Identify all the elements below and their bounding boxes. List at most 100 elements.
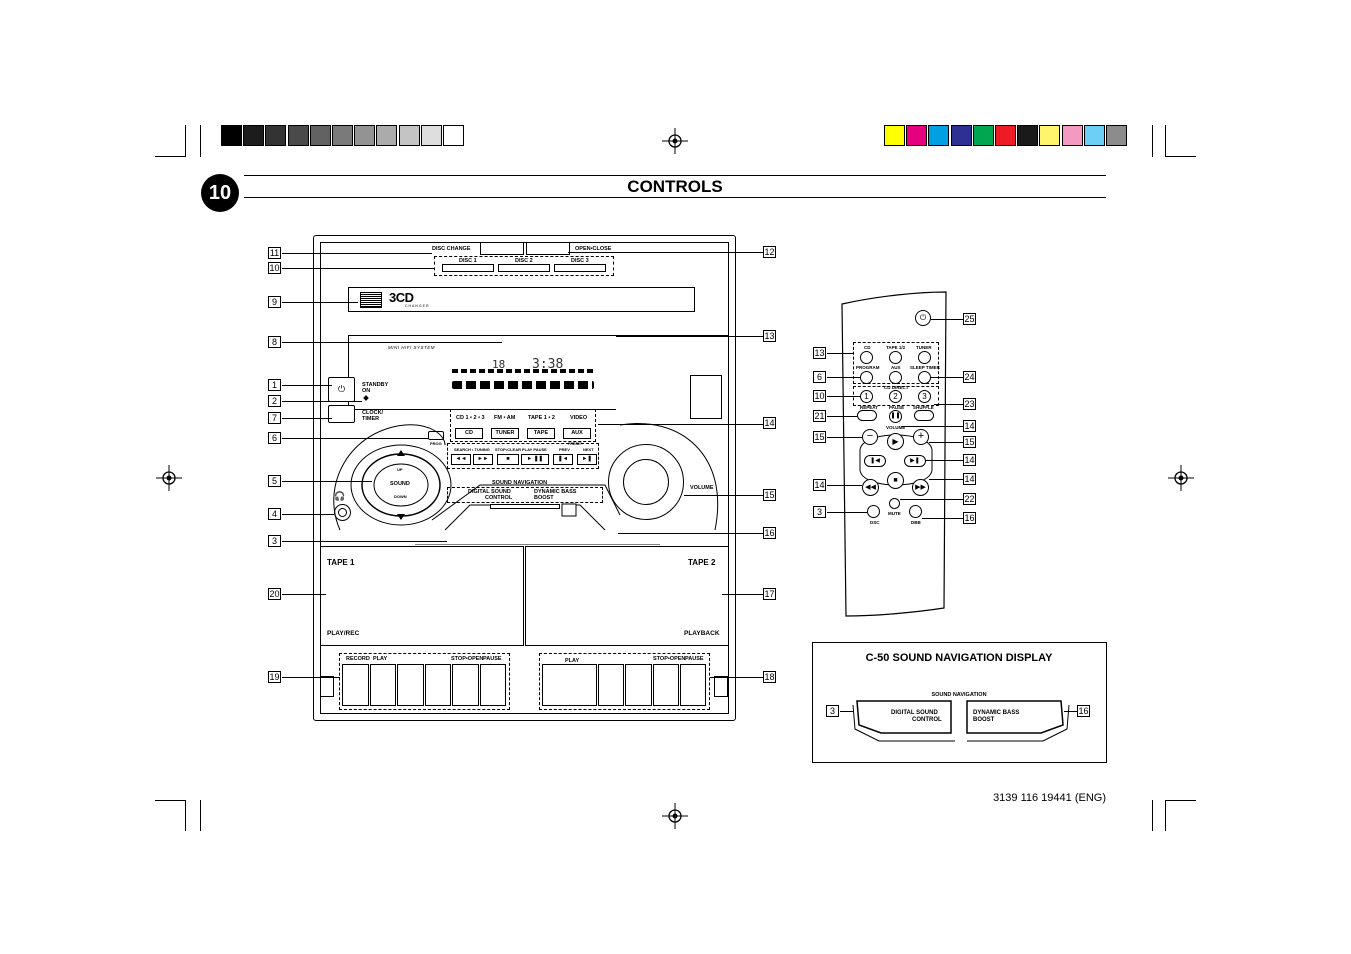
- header-rule-top: [244, 175, 1106, 176]
- callout-8: 8: [268, 336, 281, 348]
- callout-11: 11: [268, 247, 281, 259]
- tape-2-door: [525, 546, 729, 646]
- play-pause-label: PLAY PAUSE: [522, 447, 547, 452]
- disc-change-label: DISC CHANGE: [432, 246, 471, 252]
- tuner-source-button: TUNER: [491, 428, 519, 439]
- registration-target-bottom: [662, 803, 688, 829]
- unit-nav-bar: [490, 504, 560, 509]
- stop-button: ■: [497, 454, 519, 465]
- header-rule-bottom: [244, 197, 1106, 198]
- remote-shuffle-label: SHUFFLE: [913, 405, 934, 410]
- next-label: NEXT: [583, 447, 594, 452]
- remote-aux-label: AUX: [891, 365, 901, 370]
- remote-cd-button: [860, 351, 873, 364]
- deck-2-keys: [542, 664, 706, 706]
- remote-cd-label: CD: [864, 345, 871, 350]
- search-back-button: ◄◄: [451, 454, 471, 465]
- remote-callout-10: 10: [813, 390, 826, 402]
- sound-down-label: DOWN: [394, 494, 407, 499]
- remote-callout-22: 22: [963, 493, 976, 505]
- unit-sound-nav-display: [447, 487, 603, 503]
- play-pause-button: ► ❚❚: [521, 454, 549, 465]
- callout-3: 3: [268, 535, 281, 547]
- headphone-jack: [334, 504, 351, 521]
- calibration-swatch: [332, 125, 353, 146]
- registration-target-top: [662, 128, 688, 154]
- remote-digit-3-button: 3: [918, 390, 931, 403]
- tape-source-button: TAPE: [527, 428, 555, 439]
- nav-display-callout-16: 16: [1077, 705, 1090, 717]
- nav-display-dsc-2: CONTROL: [912, 717, 942, 723]
- display-surround: [615, 335, 729, 411]
- calibration-swatch: [398, 125, 420, 146]
- remote-callout-14c: 14: [963, 473, 976, 485]
- remote-tuner-label: TUNER: [916, 345, 932, 350]
- registration-target-left: [156, 465, 182, 491]
- callout-20: 20: [268, 588, 281, 600]
- remote-pause-label: PAUSE: [889, 405, 905, 410]
- standby-label: STANDBY: [362, 382, 389, 388]
- nav-display-dbb-2: BOOST: [973, 717, 995, 723]
- open-close-button: [526, 242, 570, 255]
- disc-2-label: DISC 2: [515, 258, 533, 264]
- callout-15: 15: [763, 489, 776, 501]
- registration-target-right: [1168, 465, 1194, 491]
- nav-display-dbb-1: DYNAMIC BASS: [973, 710, 1020, 716]
- unit-dbb-label-2: BOOST: [534, 495, 554, 501]
- prog-label: PROG: [430, 441, 442, 446]
- next-button: ►❚: [577, 454, 597, 465]
- deck-2-side-tab: [714, 676, 728, 697]
- calibration-swatch: [420, 125, 442, 146]
- remote-volume-label: VOLUME: [886, 425, 906, 430]
- remote-volume-plus-button: +: [913, 429, 929, 445]
- page-number-badge: 10: [201, 174, 239, 212]
- remote-dbb-button: [909, 505, 922, 518]
- callout-1: 1: [268, 379, 281, 391]
- remote-sleep-label: SLEEP TIMER: [910, 365, 940, 370]
- remote-program-button: [860, 371, 873, 384]
- calibration-swatch: [221, 125, 242, 146]
- calibration-swatch: [309, 125, 331, 146]
- search-tuning-label: SEARCH • TUNING: [454, 447, 490, 452]
- remote-volume-minus-button: −: [862, 429, 878, 445]
- deck-1-record-label: RECORD: [346, 656, 370, 662]
- cabinet-inner: [320, 242, 729, 714]
- remote-mute-button: [889, 498, 900, 509]
- calibration-swatch: [287, 125, 309, 146]
- model-label: MINI HIFI SYSTEM: [388, 345, 436, 350]
- nav-display-dsc-1: DIGITAL SOUND: [891, 710, 938, 716]
- cd-tray: [348, 287, 695, 312]
- calibration-swatch: [928, 125, 950, 146]
- deck-1-keys-group: [339, 653, 510, 710]
- unit-dsc-label-1: DIGITAL SOUND: [468, 489, 511, 495]
- disc-buttons-group: [434, 256, 614, 276]
- remote-cd-direct-label: CD DIRECT: [884, 385, 909, 390]
- remote-callout-25: 25: [963, 313, 976, 325]
- calibration-swatch: [354, 125, 376, 146]
- source-buttons-group: [450, 409, 596, 442]
- standby-on-button: ⏻: [328, 377, 355, 402]
- disc-change-button: [480, 242, 524, 255]
- sound-navigation-display-panel: C-50 SOUND NAVIGATION DISPLAY SOUND NAVI…: [812, 642, 1107, 763]
- nav-display-dsc-shape: [852, 700, 955, 742]
- callout-19: 19: [268, 671, 281, 683]
- remote-dbb-label: DBB: [911, 520, 921, 525]
- remote-digit-2-button: 2: [889, 390, 902, 403]
- deck-1-stop-label: STOP•OPEN: [451, 656, 484, 662]
- nav-display-callout-3: 3: [826, 705, 839, 717]
- calibration-swatch: [376, 125, 398, 146]
- standby-on-label: ON: [362, 388, 371, 394]
- volume-knob: [608, 444, 684, 520]
- cabinet-outline: [313, 235, 736, 721]
- compact-disc-logo: [360, 292, 382, 308]
- remote-forward-button: ▶▶: [912, 479, 929, 496]
- calibration-swatch: [884, 125, 905, 146]
- lcd-segments: 18 3:38: [452, 355, 594, 395]
- remote-next-button: ▶❚: [904, 455, 926, 467]
- clock-label: CLOCK/: [362, 410, 384, 416]
- remote-repeat-label: REPEAT: [860, 405, 878, 410]
- calibration-swatch: [906, 125, 928, 146]
- unit-nav-wings: [444, 503, 606, 531]
- remote-callout-24: 24: [963, 371, 976, 383]
- remote-dsc-button: [867, 505, 880, 518]
